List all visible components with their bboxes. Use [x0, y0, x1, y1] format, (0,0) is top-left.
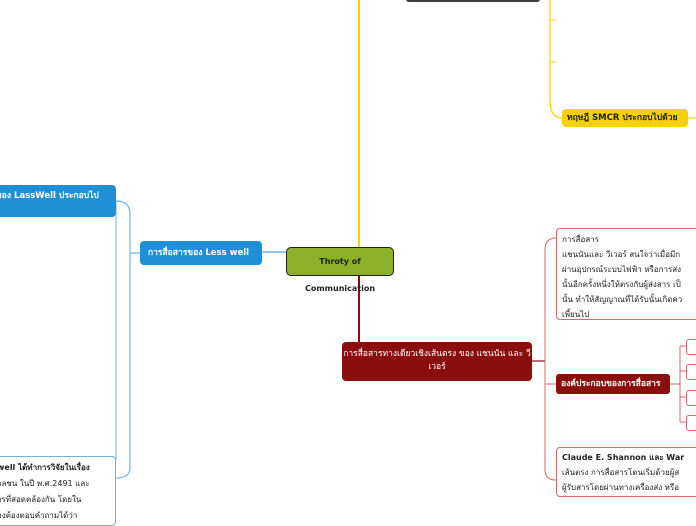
lasswell-note-line: วลชน ในปี พ.ศ.2491 และ — [0, 479, 90, 488]
lasswell-note-line: ารที่สอดคล้องกัน โดยใน — [0, 495, 82, 504]
component-leaf-node[interactable] — [686, 415, 696, 431]
top-branch-node[interactable] — [406, 0, 540, 2]
central-topic[interactable]: Throty of Communication — [286, 247, 394, 293]
communication-definition-note[interactable]: การสื่อสาร แชนนันและ วีเวอร์ สนใจว่าเมื่… — [556, 228, 696, 320]
communication-components-node[interactable]: องค์ประกอบของการสื่อสาร — [556, 374, 670, 394]
origin-line: เส้นตรง การสื่อสารโดนเริ่มด้วยผู้ส — [562, 468, 680, 477]
definition-line: ผ่านอุปกรณ์ระบบไฟฟ้า หรือการส่ง — [562, 265, 682, 274]
component-leaf-node[interactable] — [686, 364, 696, 380]
definition-line: เพี้ยนไป — [562, 310, 590, 319]
origin-line: ผู้รับสารโดยผ่านทางเครื่องส่ง หรือ — [562, 483, 680, 492]
lasswell-research-note[interactable]: well ได้ทำการวิจัยในเรื่อง วลชน ในปี พ.ศ… — [0, 456, 116, 526]
definition-line: แชนนันและ วีเวอร์ สนใจว่าเมื่อมีก — [562, 250, 681, 259]
definition-line: นั้นอีกครั้งหนึ่งให้ตรงกับผู้ส่งสาร เป็ — [562, 280, 681, 289]
shannon-origin-note[interactable]: Claude E. Shannon และ War เส้นตรง การสื่… — [556, 447, 696, 497]
lasswell-elements-node[interactable]: ของ LassWell ประกอบไป — [0, 185, 116, 217]
lasswell-note-line: well ได้ทำการวิจัยในเรื่อง — [0, 463, 90, 472]
shannon-weaver-node[interactable]: การสื่อสารทางเดียวเชิงเส้นตรง ของ แชนนัน… — [342, 342, 532, 381]
smcr-node[interactable]: ทฤษฎี SMCR ประกอบไปด้วย — [562, 109, 688, 127]
lasswell-communication-node[interactable]: การสื่อสารของ Less well — [140, 241, 262, 265]
component-leaf-node[interactable] — [686, 390, 696, 406]
definition-line: นั้น ทำให้สัญญาณที่ได้รับนั้นเกิดคว — [562, 295, 683, 304]
origin-line: Claude E. Shannon และ War — [562, 453, 685, 462]
definition-line: การสื่อสาร — [562, 235, 599, 244]
component-leaf-node[interactable] — [686, 339, 696, 355]
lasswell-note-line: องต้องตอบคำถามได้ว่า — [0, 511, 78, 520]
